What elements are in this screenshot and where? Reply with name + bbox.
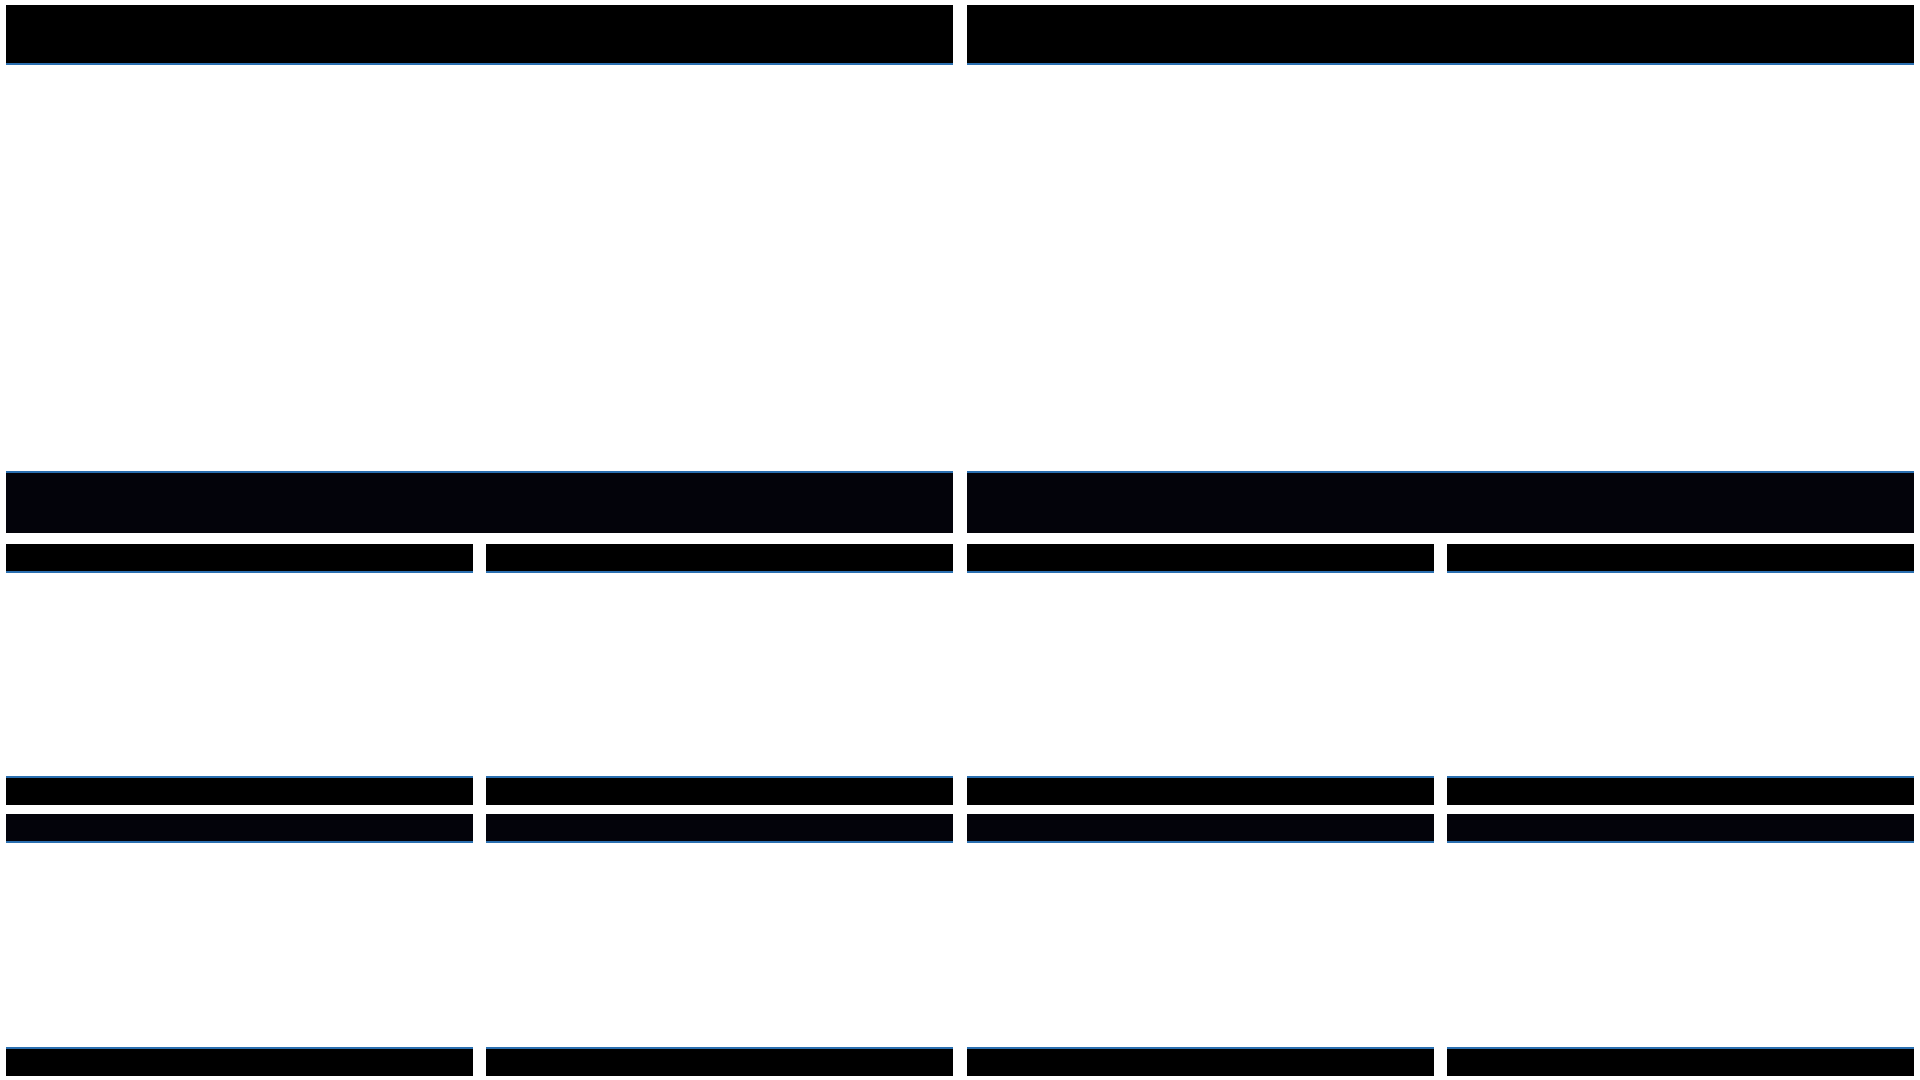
- grid-panel-5-footer: [6, 1047, 473, 1076]
- grid-panel-5-header: [6, 814, 473, 843]
- grid-panel-4-header: [1446, 544, 1914, 573]
- grid-footer-row-2: [6, 1047, 1914, 1077]
- grid-panel-4-footer: [1446, 776, 1914, 805]
- grid-panel-3-header: [966, 544, 1434, 573]
- grid-footer-row-1: [6, 776, 1914, 806]
- middle-header-row: [6, 471, 1914, 533]
- grid-panel-2-footer: [486, 776, 954, 805]
- grid-panel-7-header: [966, 814, 1434, 843]
- grid-panel-6-footer: [486, 1047, 954, 1076]
- top-right-panel-header: [967, 5, 1914, 65]
- grid-panel-6-header: [486, 814, 954, 843]
- grid-panel-8-footer: [1446, 1047, 1914, 1076]
- middle-right-panel-header: [967, 471, 1914, 533]
- top-left-panel-body: [6, 66, 953, 470]
- grid-panel-8-header: [1446, 814, 1914, 843]
- grid-panel-2-header: [486, 544, 954, 573]
- grid-panel-3-footer: [966, 776, 1434, 805]
- top-left-panel-header: [6, 5, 953, 65]
- grid-panel-1-footer: [6, 776, 473, 805]
- top-right-panel-body: [967, 66, 1914, 470]
- middle-left-panel-header: [6, 471, 953, 533]
- top-content-row: [6, 66, 1914, 470]
- grid-panel-7-footer: [966, 1047, 1434, 1076]
- grid-panel-1-header: [6, 544, 473, 573]
- grid-header-row-1: [6, 544, 1914, 574]
- grid-header-row-2: [6, 814, 1914, 844]
- top-header-row: [6, 5, 1914, 65]
